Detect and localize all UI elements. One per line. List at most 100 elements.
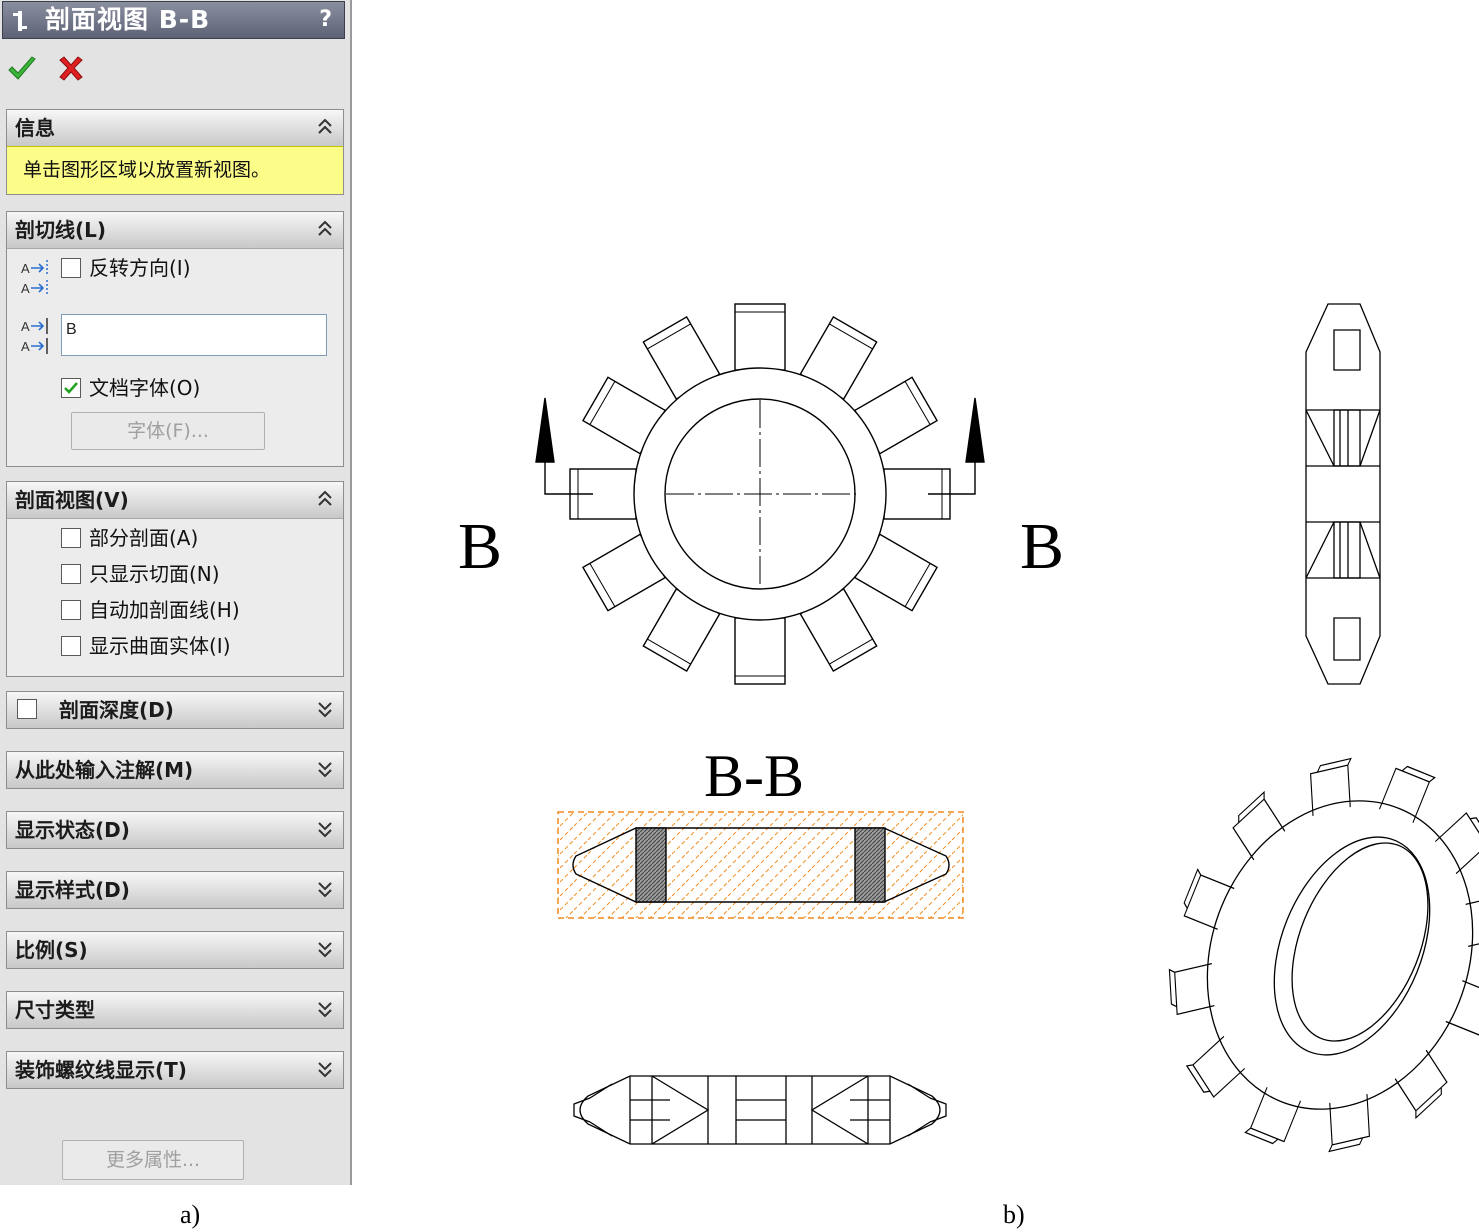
iso-gear-tooth [1183,868,1235,930]
cosmetic-thread-group-header[interactable]: 装饰螺纹线显示(T) [7,1052,343,1088]
section-label-input[interactable]: B [61,314,327,356]
display-state-title: 显示状态(D) [15,818,130,842]
checkmark-icon [64,382,78,394]
iso-gear-tooth [1445,980,1479,1042]
dimension-type-title: 尺寸类型 [15,998,95,1022]
section-view-title: B-B [704,743,805,809]
chevron-down-icon[interactable] [317,698,333,720]
chevron-down-icon[interactable] [317,1058,333,1080]
show-cut-face-only-label: 只显示切面(N) [89,562,220,586]
svg-text:A: A [21,339,30,354]
iso-gear-tooth [1394,1049,1448,1120]
dimension-type-group-header[interactable]: 尺寸类型 [7,992,343,1028]
help-button[interactable]: ? [319,7,332,32]
display-state-group: 显示状态(D) [6,811,344,849]
isometric-view-gear[interactable] [1162,757,1479,1153]
property-manager-panel: 剖面视图 B-B ? 信息 单击图形区域以放置新视图。 剖切线(L) A [0,0,352,1185]
hatch-boundary [557,811,964,919]
auto-hatch-checkbox[interactable] [61,600,81,620]
display-state-group-header[interactable]: 显示状态(D) [7,812,343,848]
dimension-type-group: 尺寸类型 [6,991,344,1029]
bottom-view-gear[interactable] [573,1075,947,1145]
panel-title-bar: 剖面视图 B-B ? [2,1,345,39]
info-group-header[interactable]: 信息 [7,110,343,147]
section-label-right: B [1020,510,1065,583]
label-icon: A A [21,318,48,354]
section-view-group: 剖面视图(V) 部分剖面(A) 只显示切面(N) 自动加剖面线(H) 显示曲面实… [6,481,344,677]
iso-gear-tooth [1435,812,1479,875]
iso-gear-tooth [1328,1094,1371,1153]
section-view-group-title: 剖面视图(V) [15,488,129,512]
import-annotations-group-header[interactable]: 从此处输入注解(M) [7,752,343,788]
flip-direction-checkbox[interactable] [61,258,81,278]
flip-direction-label: 反转方向(I) [89,256,191,280]
svg-text:A: A [21,281,30,296]
section-line-group: 剖切线(L) A A 反转方向(I) A A B [6,211,344,467]
caption-a: a) [180,1200,201,1229]
side-view-gear[interactable] [1305,303,1381,685]
gear-tooth [734,617,786,685]
chevron-down-icon[interactable] [317,818,333,840]
center-lines [666,400,856,588]
display-style-group: 显示样式(D) [6,871,344,909]
show-cut-face-only-checkbox[interactable] [61,564,81,584]
auto-hatch-label: 自动加剖面线(H) [89,598,240,622]
display-style-group-header[interactable]: 显示样式(D) [7,872,343,908]
iso-gear-tooth [1244,1087,1302,1145]
info-message: 单击图形区域以放置新视图。 [23,159,271,181]
iso-gear-tooth [1378,765,1436,823]
chevron-down-icon[interactable] [317,998,333,1020]
section-depth-checkbox[interactable] [17,699,37,719]
section-view-icon [13,11,27,31]
section-line-group-title: 剖切线(L) [15,218,107,242]
import-annotations-group: 从此处输入注解(M) [6,751,344,789]
chevron-down-icon[interactable] [317,758,333,780]
partial-section-checkbox[interactable] [61,528,81,548]
chevron-up-icon[interactable] [317,218,333,240]
cosmetic-thread-group: 装饰螺纹线显示(T) [6,1051,344,1089]
iso-gear-tooth [1309,757,1352,816]
svg-text:A: A [21,319,30,334]
section-depth-group-header[interactable]: 剖面深度(D) [7,692,343,728]
show-surface-bodies-checkbox[interactable] [61,636,81,656]
section-depth-title: 剖面深度(D) [59,698,174,722]
front-view-gear[interactable] [569,303,951,685]
section-cut-right [854,827,886,903]
info-message-box: 单击图形区域以放置新视图。 [7,146,343,194]
gear-tooth [734,303,786,371]
svg-text:A: A [21,261,30,276]
info-group: 信息 单击图形区域以放置新视图。 [6,109,344,195]
scale-group: 比例(S) [6,931,344,969]
scale-group-header[interactable]: 比例(S) [7,932,343,968]
red-x-icon[interactable] [56,54,86,84]
section-arrow-right[interactable] [928,397,985,495]
more-properties-button[interactable]: 更多属性... [62,1140,244,1180]
import-annotations-title: 从此处输入注解(M) [15,758,194,782]
caption-b: b) [1003,1200,1025,1229]
iso-gear-tooth [1168,962,1215,1016]
iso-gear-tooth [1185,1035,1245,1098]
font-button[interactable]: 字体(F)... [71,412,265,450]
scale-title: 比例(S) [15,938,88,962]
section-line-group-header[interactable]: 剖切线(L) [7,212,343,249]
chevron-down-icon[interactable] [317,878,333,900]
panel-title: 剖面视图 B-B [45,5,211,34]
document-font-checkbox[interactable] [61,378,81,398]
drawing-sheet[interactable]: B B B-B [360,0,1479,1190]
section-view-bb[interactable] [557,811,964,919]
green-check-icon[interactable] [6,54,38,84]
document-font-label: 文档字体(O) [89,376,201,400]
flip-direction-icon: A A [21,260,48,296]
partial-section-label: 部分剖面(A) [89,526,199,550]
section-depth-group: 剖面深度(D) [6,691,344,729]
section-arrow-left[interactable] [535,397,593,495]
section-view-group-header[interactable]: 剖面视图(V) [7,482,343,519]
cosmetic-thread-title: 装饰螺纹线显示(T) [15,1058,187,1082]
chevron-up-icon[interactable] [317,116,333,138]
chevron-down-icon[interactable] [317,938,333,960]
chevron-up-icon[interactable] [317,488,333,510]
info-group-title: 信息 [15,116,55,140]
section-label-left: B [458,510,503,583]
section-cut-left [635,827,667,903]
iso-gear-tooth [1232,790,1286,861]
